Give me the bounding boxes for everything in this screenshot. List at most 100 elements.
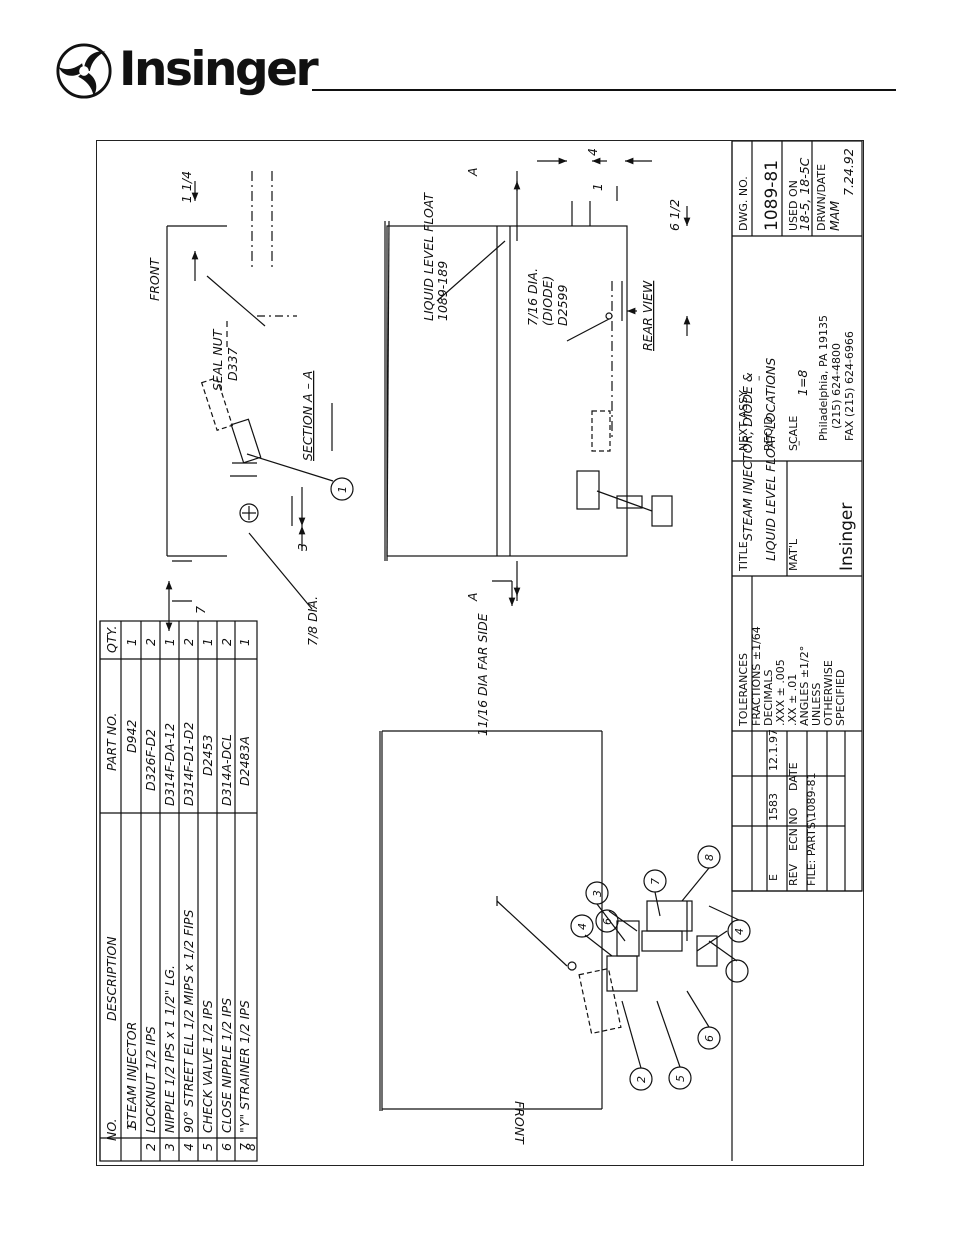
company-fax: FAX (215) 624-6966 [843,331,856,441]
next-assy-label: NEXT ASSY [737,390,750,451]
drwn-by: MAM [827,201,842,231]
balloon-5: 5 [674,1075,687,1082]
parts-row-part-no: D314F-D1-D2 [181,722,196,806]
parts-row-part-no: D314F-DA-12 [162,723,177,806]
parts-row-no: 2 [143,1143,158,1151]
parts-row-description: LOCKNUT 1/2 IPS [143,1026,158,1133]
float-desc: LIQUID LEVEL FLOAT [421,192,436,321]
ecn-header: ECN NO [787,807,800,851]
seal-nut-part: D337 [225,347,240,381]
title-line-2: LIQUID LEVEL FLOAT LOCATIONS [763,358,778,561]
tol-otherwise: OTHERWISE [822,660,835,726]
balloon-1: 1 [336,486,349,493]
parts-row-no: 4 [181,1143,196,1151]
title-line-1: STEAM INJECTOR, DIODE & [740,372,755,541]
balloon-numbers: 1 2 3 4 4 5 6 6 7 8 [336,486,746,1083]
next-assy-value: – [752,376,765,382]
balloon-3: 3 [591,890,604,897]
dwg-number: 1089-81 [762,160,782,231]
tol-unless: UNLESS [810,683,823,726]
section-mark-a: A [465,167,480,177]
parts-row-no: 5 [200,1143,215,1151]
rev-value: E [767,874,780,881]
matl-label: MAT'L [787,538,800,571]
parts-row-description: STEAM INJECTOR [124,1022,139,1128]
parts-row-no: 6 [219,1143,234,1151]
parts-row-no: 8 [243,1143,258,1151]
parts-row-description: "Y" STRAINER 1/2 IPS [237,1000,252,1133]
tol-decimals: DECIMALS [762,670,775,726]
dim-7: 7 [193,606,208,614]
section-mark-a: A [465,592,480,602]
parts-row-qty: 1 [162,638,177,646]
parts-header-no: NO. [104,1118,119,1141]
front-label: FRONT [147,257,162,301]
drwn-date: 7.24.92 [841,148,856,196]
used-on-label: USED ON [787,180,800,231]
parts-row-qty: 1 [200,638,215,646]
dim-6-1-2: 6 1/2 [667,199,682,231]
reqd-value: – [767,376,780,382]
date-value: 12.1.97 [767,729,780,771]
rear-view-label: REAR VIEW [640,280,655,351]
parts-row-no: 7 [237,1143,252,1151]
dim-4: 4 [585,148,600,156]
used-on-value: 18-5, 18-5C [797,157,812,231]
scale-label: SCALE [787,416,800,451]
header-rule [312,89,896,91]
scale-value: 1=8 [795,370,810,396]
float-part: 1089-189 [435,261,450,321]
company-phone: (215) 624-4800 [830,343,843,429]
balloon-7: 7 [649,878,662,885]
diode-desc: (DIODE) [540,276,555,326]
drawing-sheet: NO. DESCRIPTION PART NO. QTY. 1 STEAM IN… [96,140,864,1166]
drawing-labels: FRONT SEAL NUT D337 SECTION A – A 3 7 1 … [147,148,682,1145]
tol-fractions: FRACTIONS ±1/64 [750,626,763,726]
front-view [379,730,751,1111]
ecn-value: 1583 [767,793,780,821]
section-markers [492,580,516,606]
tolerances-title: TOLERANCES [737,653,750,727]
section-a-a-view [165,171,354,631]
tol-angles: ANGLES ±1/2° [798,646,811,726]
title-label: TITLE [737,541,750,572]
front-label-mirrored: FRONT [512,1101,527,1145]
parts-header-description: DESCRIPTION [104,936,119,1021]
parts-row-part-no: D942 [124,719,139,753]
parts-row-no: 1 [124,1123,139,1131]
parts-row-description: 90° STREET ELL 1/2 MIPS x 1/2 FIPS [181,910,196,1133]
section-title: SECTION A – A [300,371,315,461]
tol-xxx: .XXX ± .005 [774,659,787,726]
parts-table [99,620,258,1162]
tol-xx: .XX ± .01 [786,674,799,726]
company-address: Philadelphia, PA 19135 [817,315,830,441]
diode-part: D2599 [555,285,570,326]
title-block [731,141,863,1161]
tolerances-text: TOLERANCES FRACTIONS ±1/64 DECIMALS .XXX… [737,626,847,727]
balloon-4b: 4 [733,928,746,935]
drwn-label: DRWN/DATE [815,164,828,231]
rear-view [384,157,691,601]
seal-nut-label: SEAL NUT [210,328,225,391]
parts-row-qty: 2 [219,638,234,646]
parts-row-part-no: D314A-DCL [219,734,234,806]
date-header: DATE [787,762,800,791]
parts-row-no: 3 [162,1143,177,1151]
balloon-6b: 6 [703,1035,716,1042]
parts-row-part-no: D2453 [200,735,215,776]
parts-row-qty: 2 [181,638,196,646]
parts-row-part-no: D2483A [237,736,252,786]
dim-1: 1 [590,183,605,191]
brand-header: Insinger [55,40,319,100]
brand-name: Insinger [119,42,319,97]
parts-row-part-no: D326F-D2 [143,729,158,791]
revision-block-text: E 1583 12.1.97 REV ECN NO DATE FILE: PAR… [767,729,818,886]
matl-value: – [792,441,805,447]
company-name: Insinger [837,503,857,571]
title-block-text: TITLE STEAM INJECTOR, DIODE & LIQUID LEV… [737,148,857,572]
balloon-6: 6 [601,918,614,925]
dim-3: 3 [295,543,310,551]
dia-7-8-label: 7/8 DIA. [305,596,320,646]
file-path: FILE: PARTS\1089-81 [805,772,818,886]
tol-specified: SPECIFIED [834,670,847,726]
